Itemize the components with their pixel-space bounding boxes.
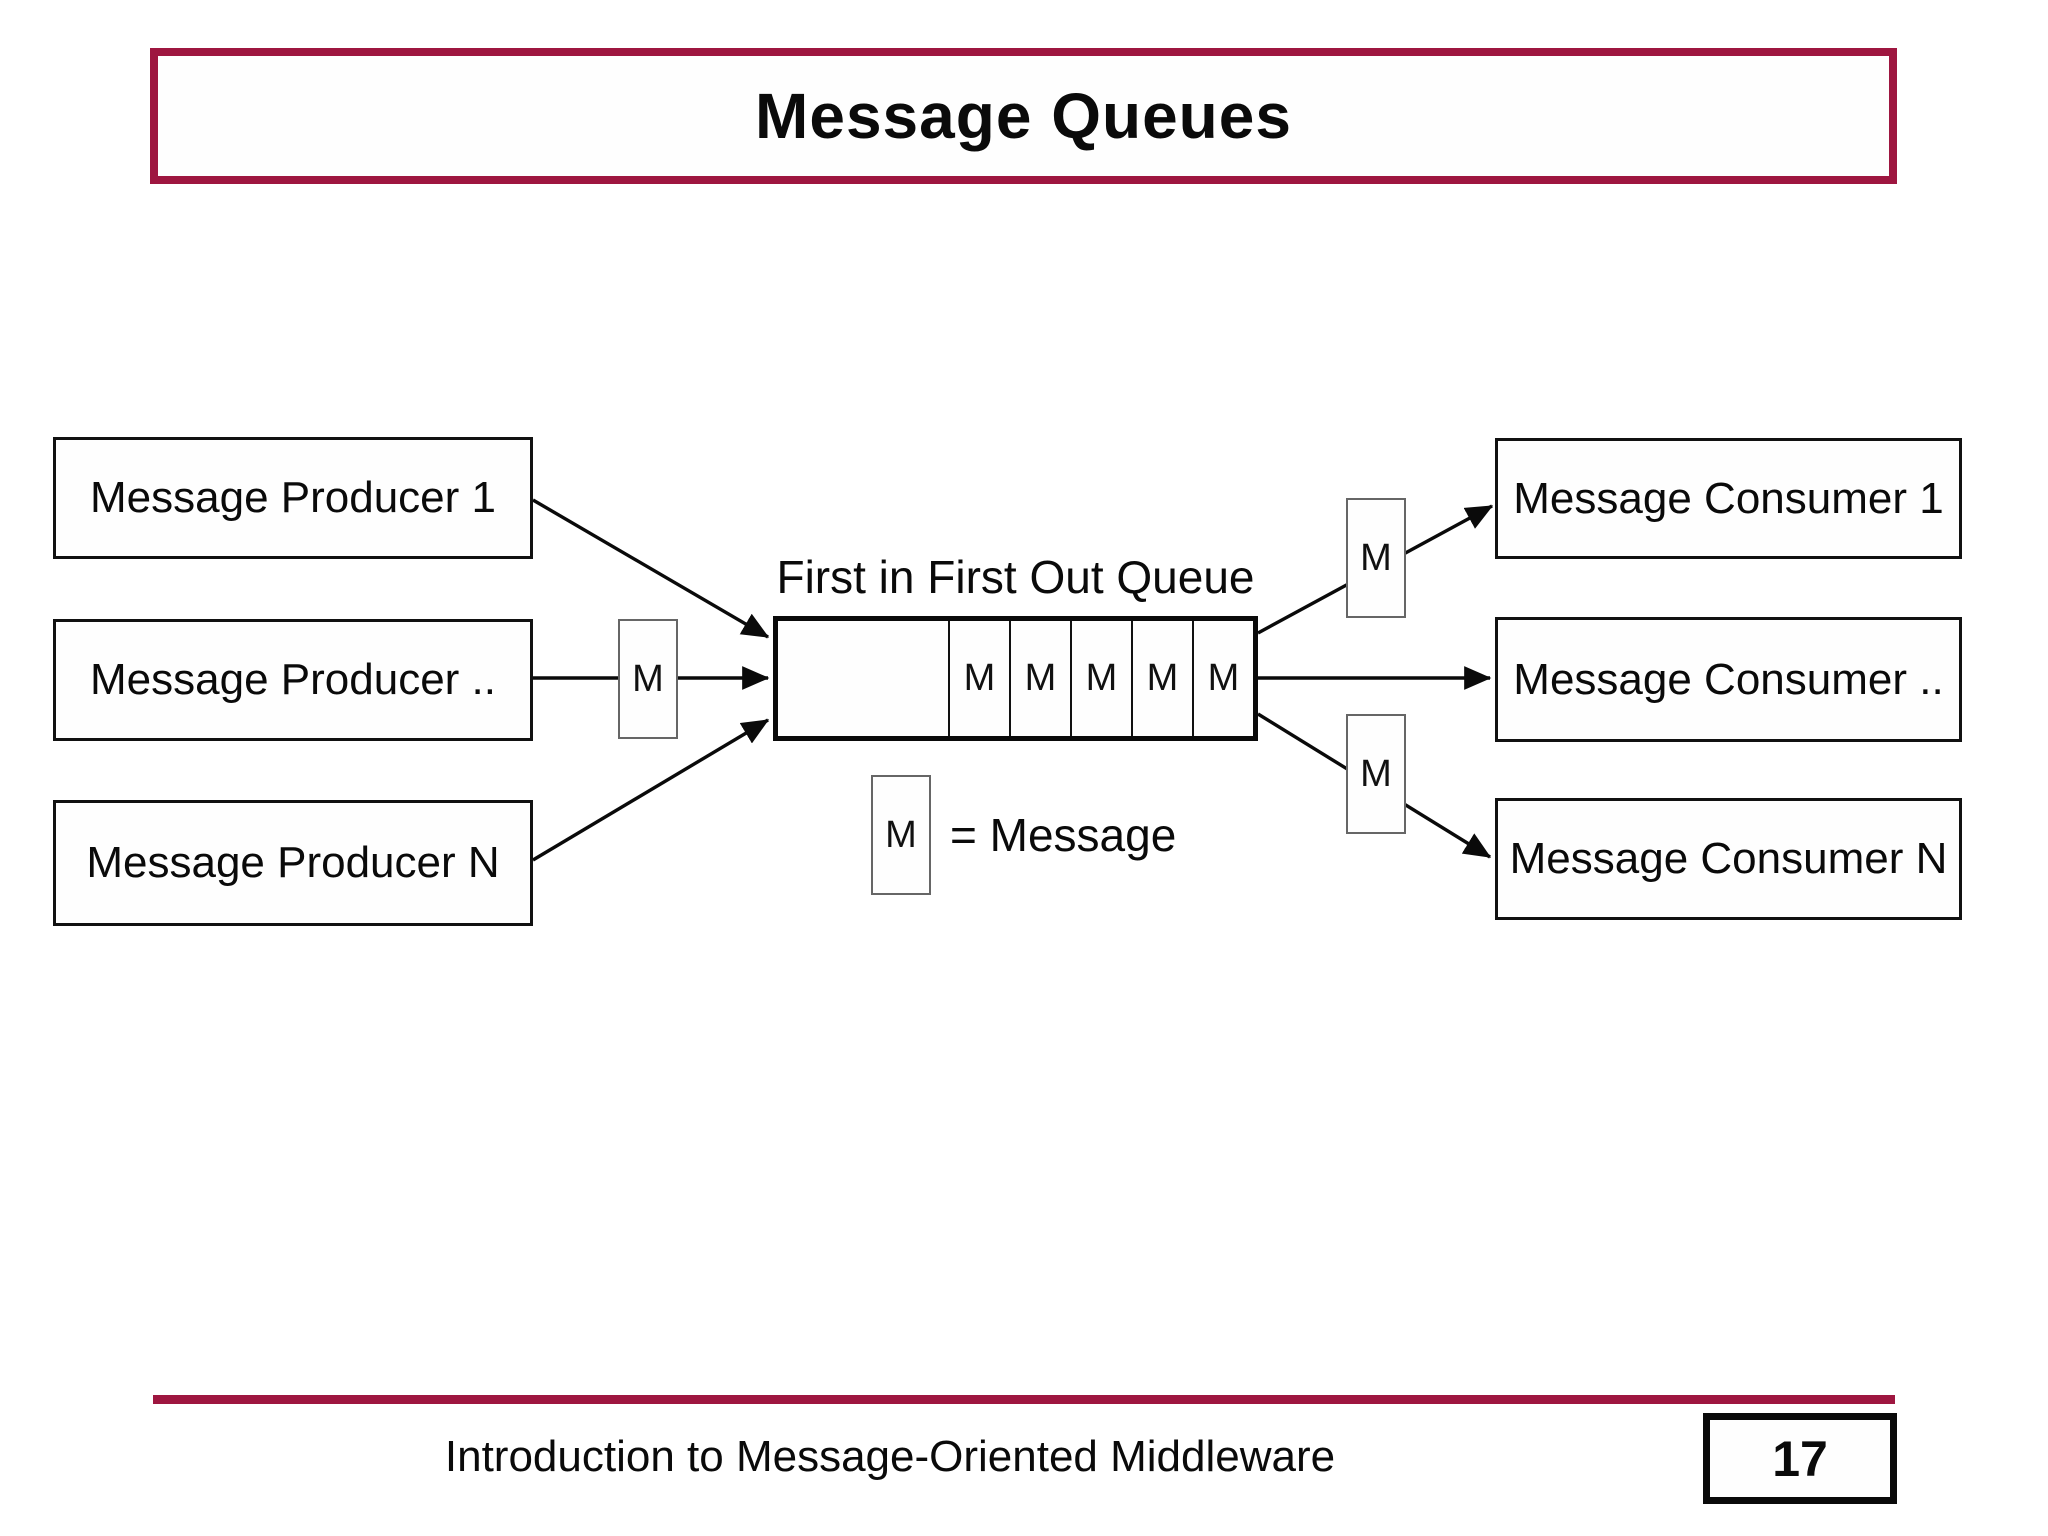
page-number: 17 bbox=[1772, 1430, 1828, 1487]
consumer-1-box: Message Consumer 1 bbox=[1495, 438, 1962, 559]
consumer-n-box: Message Consumer N bbox=[1495, 798, 1962, 920]
producer-1-box: Message Producer 1 bbox=[53, 437, 533, 559]
producer-2-box: Message Producer .. bbox=[53, 619, 533, 741]
arrow-producer-1-to-queue bbox=[532, 498, 770, 639]
footer-text: Introduction to Message-Oriented Middlew… bbox=[444, 1432, 1336, 1481]
consumer-n-label: Message Consumer N bbox=[1509, 834, 1948, 883]
message-box-producers: M bbox=[618, 619, 678, 739]
producer-2-label: Message Producer .. bbox=[90, 655, 496, 704]
producer-n-box: Message Producer N bbox=[53, 800, 533, 926]
queue-cell: M bbox=[1131, 621, 1192, 736]
consumer-2-box: Message Consumer .. bbox=[1495, 617, 1962, 742]
queue-label: First in First Out Queue bbox=[776, 551, 1255, 603]
page-number-box: 17 bbox=[1703, 1413, 1897, 1504]
message-box-consumer-1: M bbox=[1346, 498, 1406, 618]
queue-cell: M bbox=[1009, 621, 1070, 736]
queue-empty-slot bbox=[778, 621, 948, 736]
footer-divider bbox=[153, 1395, 1895, 1404]
legend-message-box: M bbox=[871, 775, 931, 895]
queue-cell: M bbox=[1070, 621, 1131, 736]
title-box: Message Queues bbox=[150, 48, 1897, 184]
legend-text: = Message bbox=[950, 809, 1177, 861]
arrow-producer-n-to-queue bbox=[532, 718, 770, 862]
producer-1-label: Message Producer 1 bbox=[90, 473, 496, 522]
fifo-queue-box: M M M M M bbox=[773, 616, 1258, 741]
message-symbol: M bbox=[1360, 536, 1392, 579]
queue-cell: M bbox=[948, 621, 1009, 736]
producer-n-label: Message Producer N bbox=[86, 838, 500, 887]
message-symbol: M bbox=[632, 657, 664, 700]
message-symbol: M bbox=[885, 813, 917, 856]
message-box-consumer-n: M bbox=[1346, 714, 1406, 834]
consumer-2-label: Message Consumer .. bbox=[1513, 654, 1944, 704]
page-title: Message Queues bbox=[755, 80, 1292, 152]
message-symbol: M bbox=[1360, 752, 1392, 795]
consumer-1-label: Message Consumer 1 bbox=[1513, 473, 1944, 523]
queue-cell: M bbox=[1192, 621, 1253, 736]
